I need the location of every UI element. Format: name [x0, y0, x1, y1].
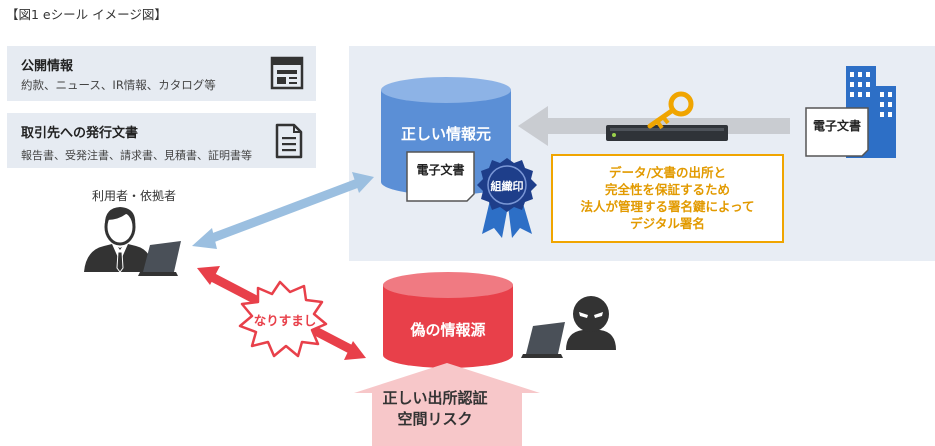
signature-callout: データ/文書の出所と 完全性を保証するため 法人が管理する署名鍵によって デジタ… [551, 154, 784, 243]
risk-line: 空間リスク [397, 410, 473, 428]
organization-seal-icon [477, 158, 537, 238]
spoofing-label: なりすまし [253, 313, 317, 328]
business-docs-box: 取引先への発行文書 報告書、受発注書、請求書、見積書、証明書等 [7, 113, 316, 168]
business-docs-subtitle: 報告書、受発注書、請求書、見積書、証明書等 [21, 149, 252, 162]
document-icon [275, 123, 303, 159]
legit-access-arrow [192, 172, 374, 249]
fake-database [383, 272, 513, 368]
callout-line: 完全性を保証するため [604, 182, 730, 197]
seal-label: 組織印 [490, 180, 524, 193]
public-info-box: 公開情報 約款、ニュース、IR情報、カタログ等 [7, 46, 316, 101]
business-docs-title: 取引先への発行文書 [21, 126, 139, 141]
risk-line: 正しい出所認証 [382, 389, 488, 407]
figure-caption: 【図1 eシール イメージ図】 [6, 7, 167, 22]
callout-line: 法人が管理する署名鍵によって [580, 199, 755, 214]
user-label: 利用者・依拠者 [92, 189, 177, 203]
public-info-title: 公開情報 [21, 59, 74, 74]
user-icon [84, 207, 154, 273]
callout-line: データ/文書の出所と [608, 165, 727, 180]
legit-document-card [406, 151, 475, 202]
risk-arrow [354, 363, 540, 446]
legit-document-label: 電子文書 [416, 163, 465, 177]
attacker-icon [566, 296, 616, 350]
key-icon [647, 91, 694, 130]
risk-label: 正しい出所認証 空間リスク [350, 388, 520, 430]
attacker-laptop-icon [521, 322, 565, 358]
company-document-label: 電子文書 [812, 119, 861, 133]
company-document-card [805, 107, 869, 157]
spoofing-burst [238, 280, 328, 358]
legit-source-label: 正しい情報元 [400, 125, 491, 143]
callout-line: デジタル署名 [630, 216, 705, 231]
hsm-device-icon [606, 125, 728, 141]
fake-source-label: 偽の情報源 [410, 321, 486, 339]
webpage-icon [270, 56, 304, 90]
public-info-subtitle: 約款、ニュース、IR情報、カタログ等 [21, 78, 216, 92]
user-laptop-icon [138, 241, 181, 276]
